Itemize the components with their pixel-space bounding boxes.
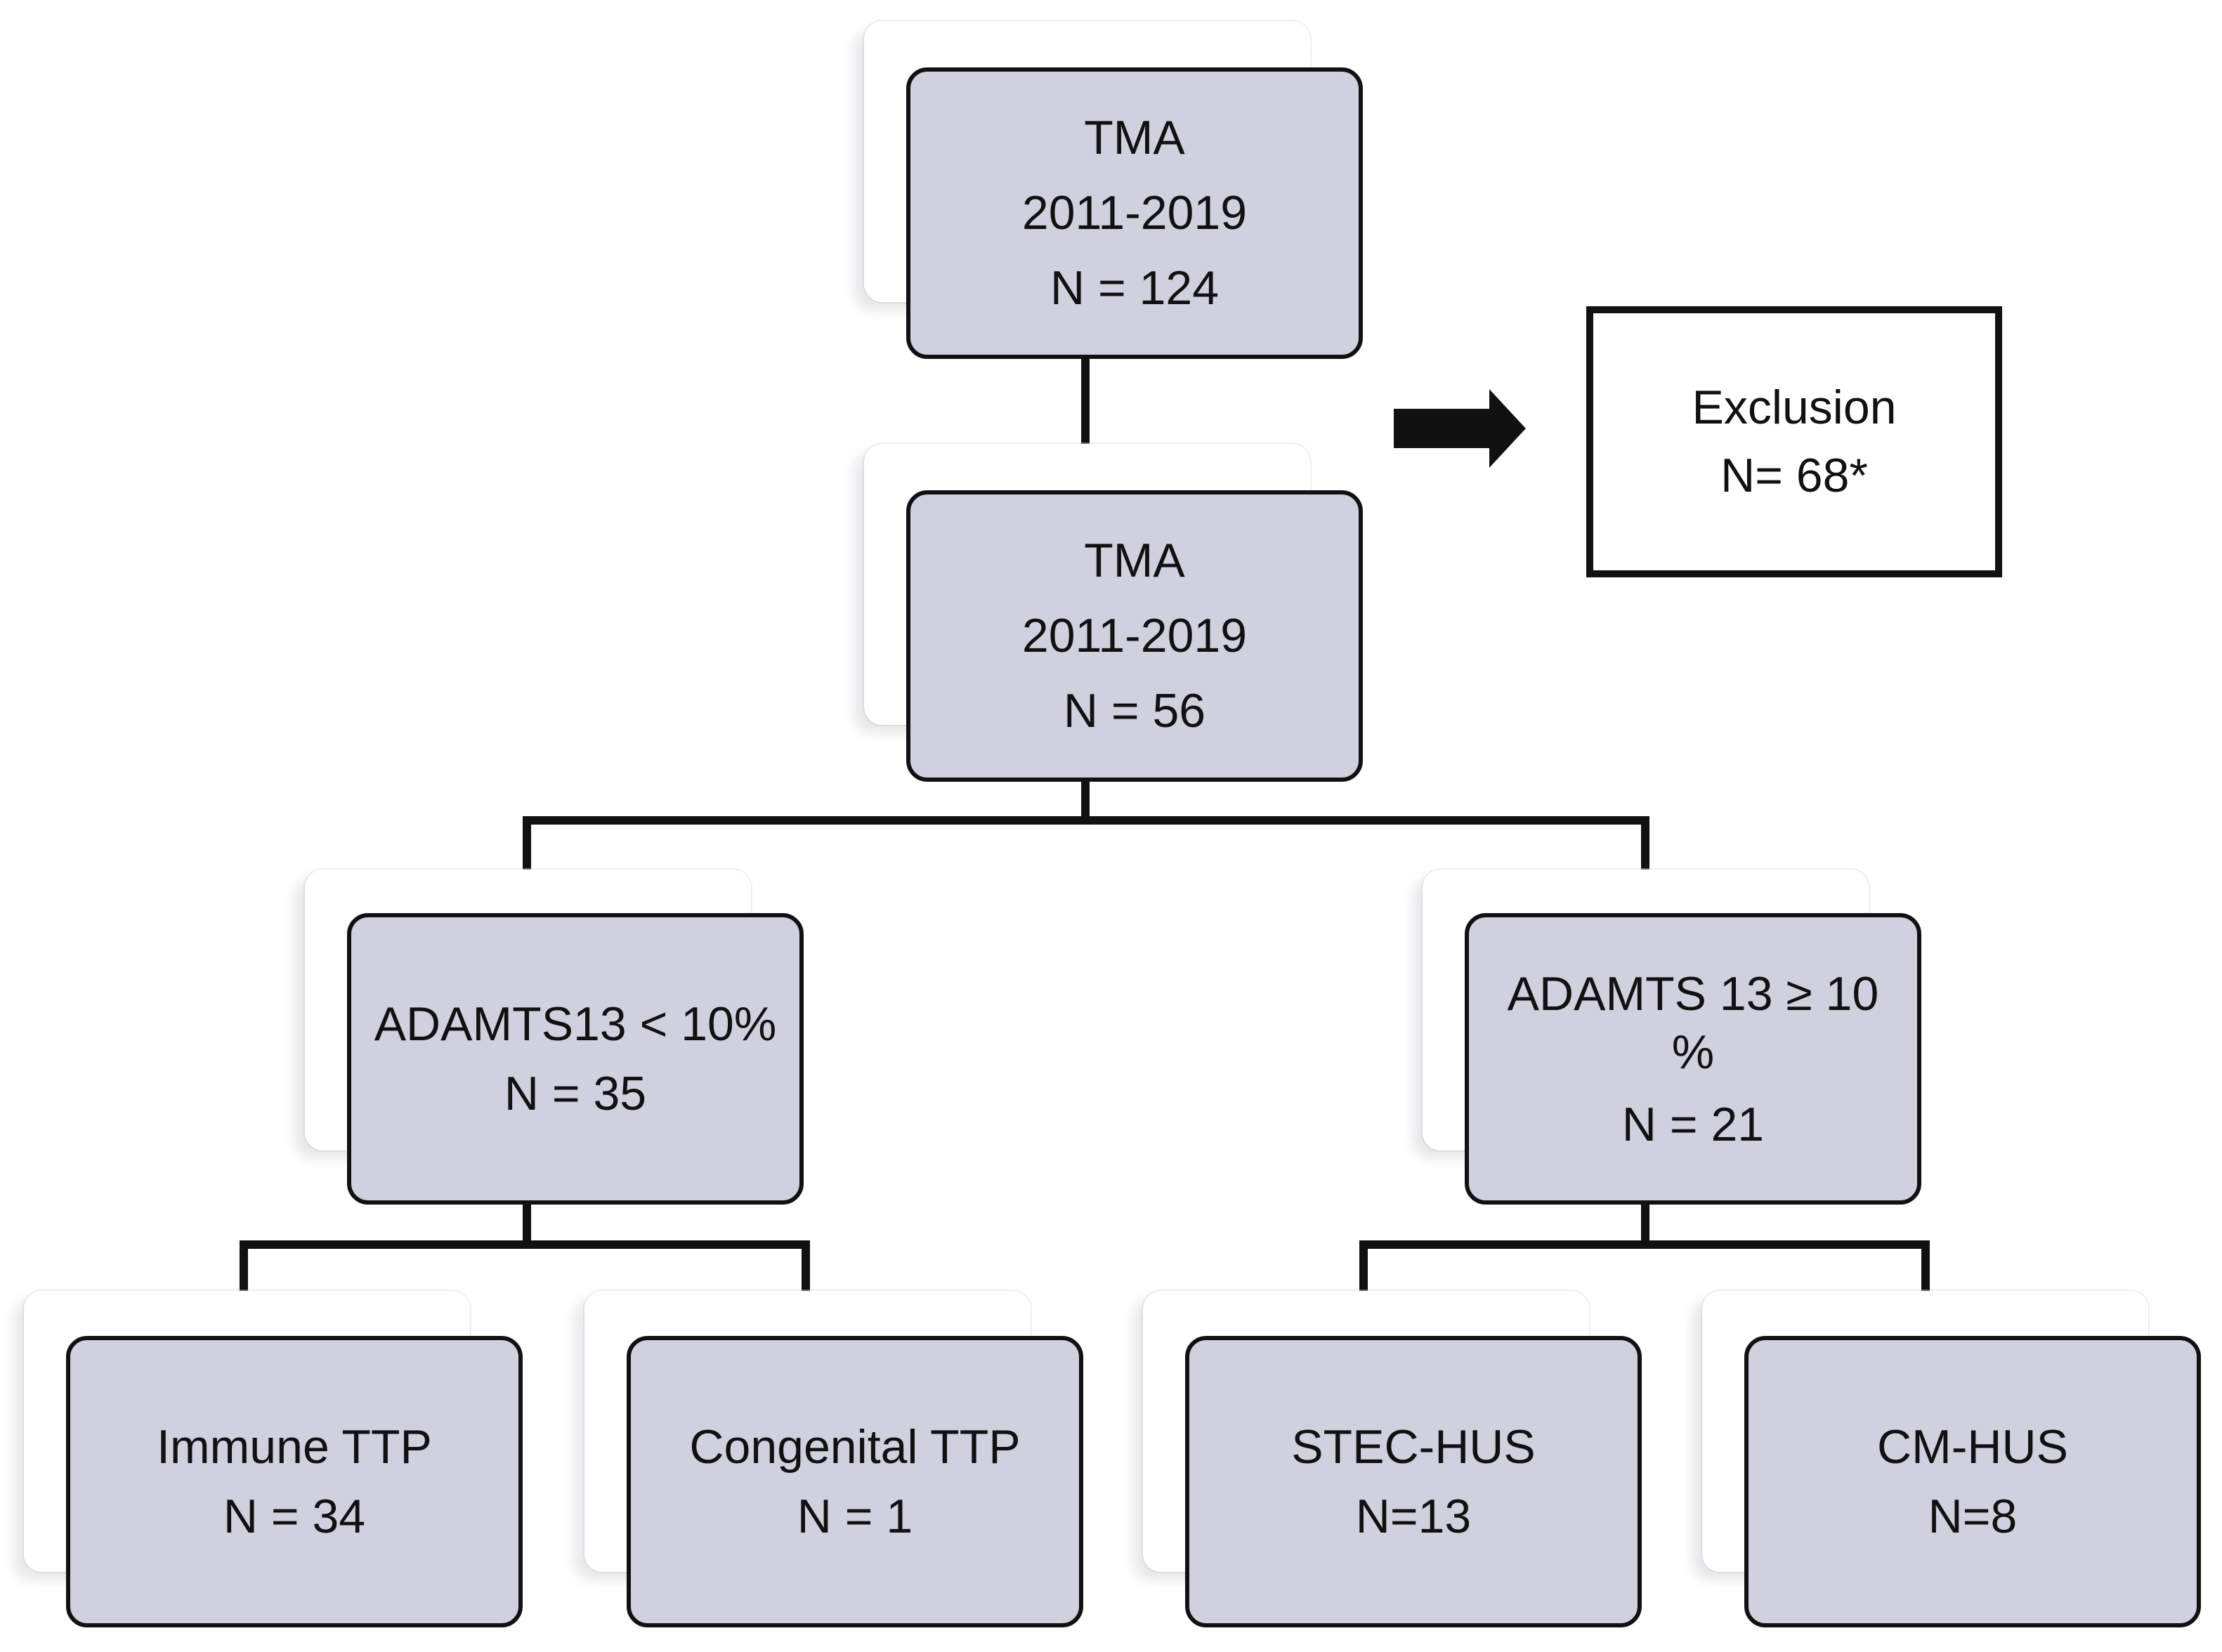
exclusion-count: N= 68* bbox=[1720, 449, 1868, 502]
tma-all-title: TMA bbox=[1084, 111, 1185, 165]
exclusion-box: Exclusion N= 68* bbox=[1586, 306, 2002, 577]
immune-ttp-count: N = 34 bbox=[223, 1489, 366, 1543]
adamts-low-title: ADAMTS13 < 10% bbox=[374, 997, 777, 1051]
tma-all-box: TMA 2011-2019 N = 124 bbox=[906, 67, 1363, 359]
congenital-ttp-title: Congenital TTP bbox=[689, 1420, 1021, 1474]
connector-middle-split bbox=[523, 775, 1090, 874]
cm-hus-box: CM-HUS N=8 bbox=[1744, 1336, 2201, 1627]
connector-right-split bbox=[1359, 1197, 1649, 1295]
immune-ttp-box: Immune TTP N = 34 bbox=[66, 1336, 523, 1627]
stec-hus-title: STEC-HUS bbox=[1291, 1420, 1536, 1474]
connector-left-split bbox=[240, 1197, 531, 1295]
connector-right-right-branch bbox=[1641, 1240, 1930, 1295]
adamts-low-count: N = 35 bbox=[504, 1066, 647, 1120]
tma-all-count: N = 124 bbox=[1050, 261, 1220, 315]
adamts-low-box: ADAMTS13 < 10% N = 35 bbox=[347, 913, 804, 1205]
adamts-high-count: N = 21 bbox=[1621, 1098, 1765, 1152]
tma-included-box: TMA 2011-2019 N = 56 bbox=[906, 490, 1363, 782]
exclusion-arrow bbox=[1394, 389, 1526, 468]
adamts-high-box: ADAMTS 13 ≥ 10 % N = 21 bbox=[1465, 913, 1921, 1205]
congenital-ttp-count: N = 1 bbox=[797, 1489, 913, 1543]
tma-all-years: 2011-2019 bbox=[1021, 186, 1248, 240]
tma-included-title: TMA bbox=[1084, 534, 1185, 588]
tma-included-count: N = 56 bbox=[1063, 683, 1206, 738]
connector-left-right-branch bbox=[523, 1240, 810, 1295]
stec-hus-count: N=13 bbox=[1355, 1489, 1472, 1543]
congenital-ttp-box: Congenital TTP N = 1 bbox=[627, 1336, 1083, 1627]
stec-hus-box: STEC-HUS N=13 bbox=[1185, 1336, 1642, 1627]
connector-middle-right-branch bbox=[1081, 816, 1649, 874]
exclusion-title: Exclusion bbox=[1692, 381, 1897, 435]
tma-included-years: 2011-2019 bbox=[1021, 609, 1248, 663]
adamts-high-title: ADAMTS 13 ≥ 10 % bbox=[1507, 967, 1879, 1080]
immune-ttp-title: Immune TTP bbox=[157, 1420, 432, 1474]
cm-hus-count: N=8 bbox=[1928, 1489, 2018, 1543]
cm-hus-title: CM-HUS bbox=[1877, 1420, 2068, 1474]
